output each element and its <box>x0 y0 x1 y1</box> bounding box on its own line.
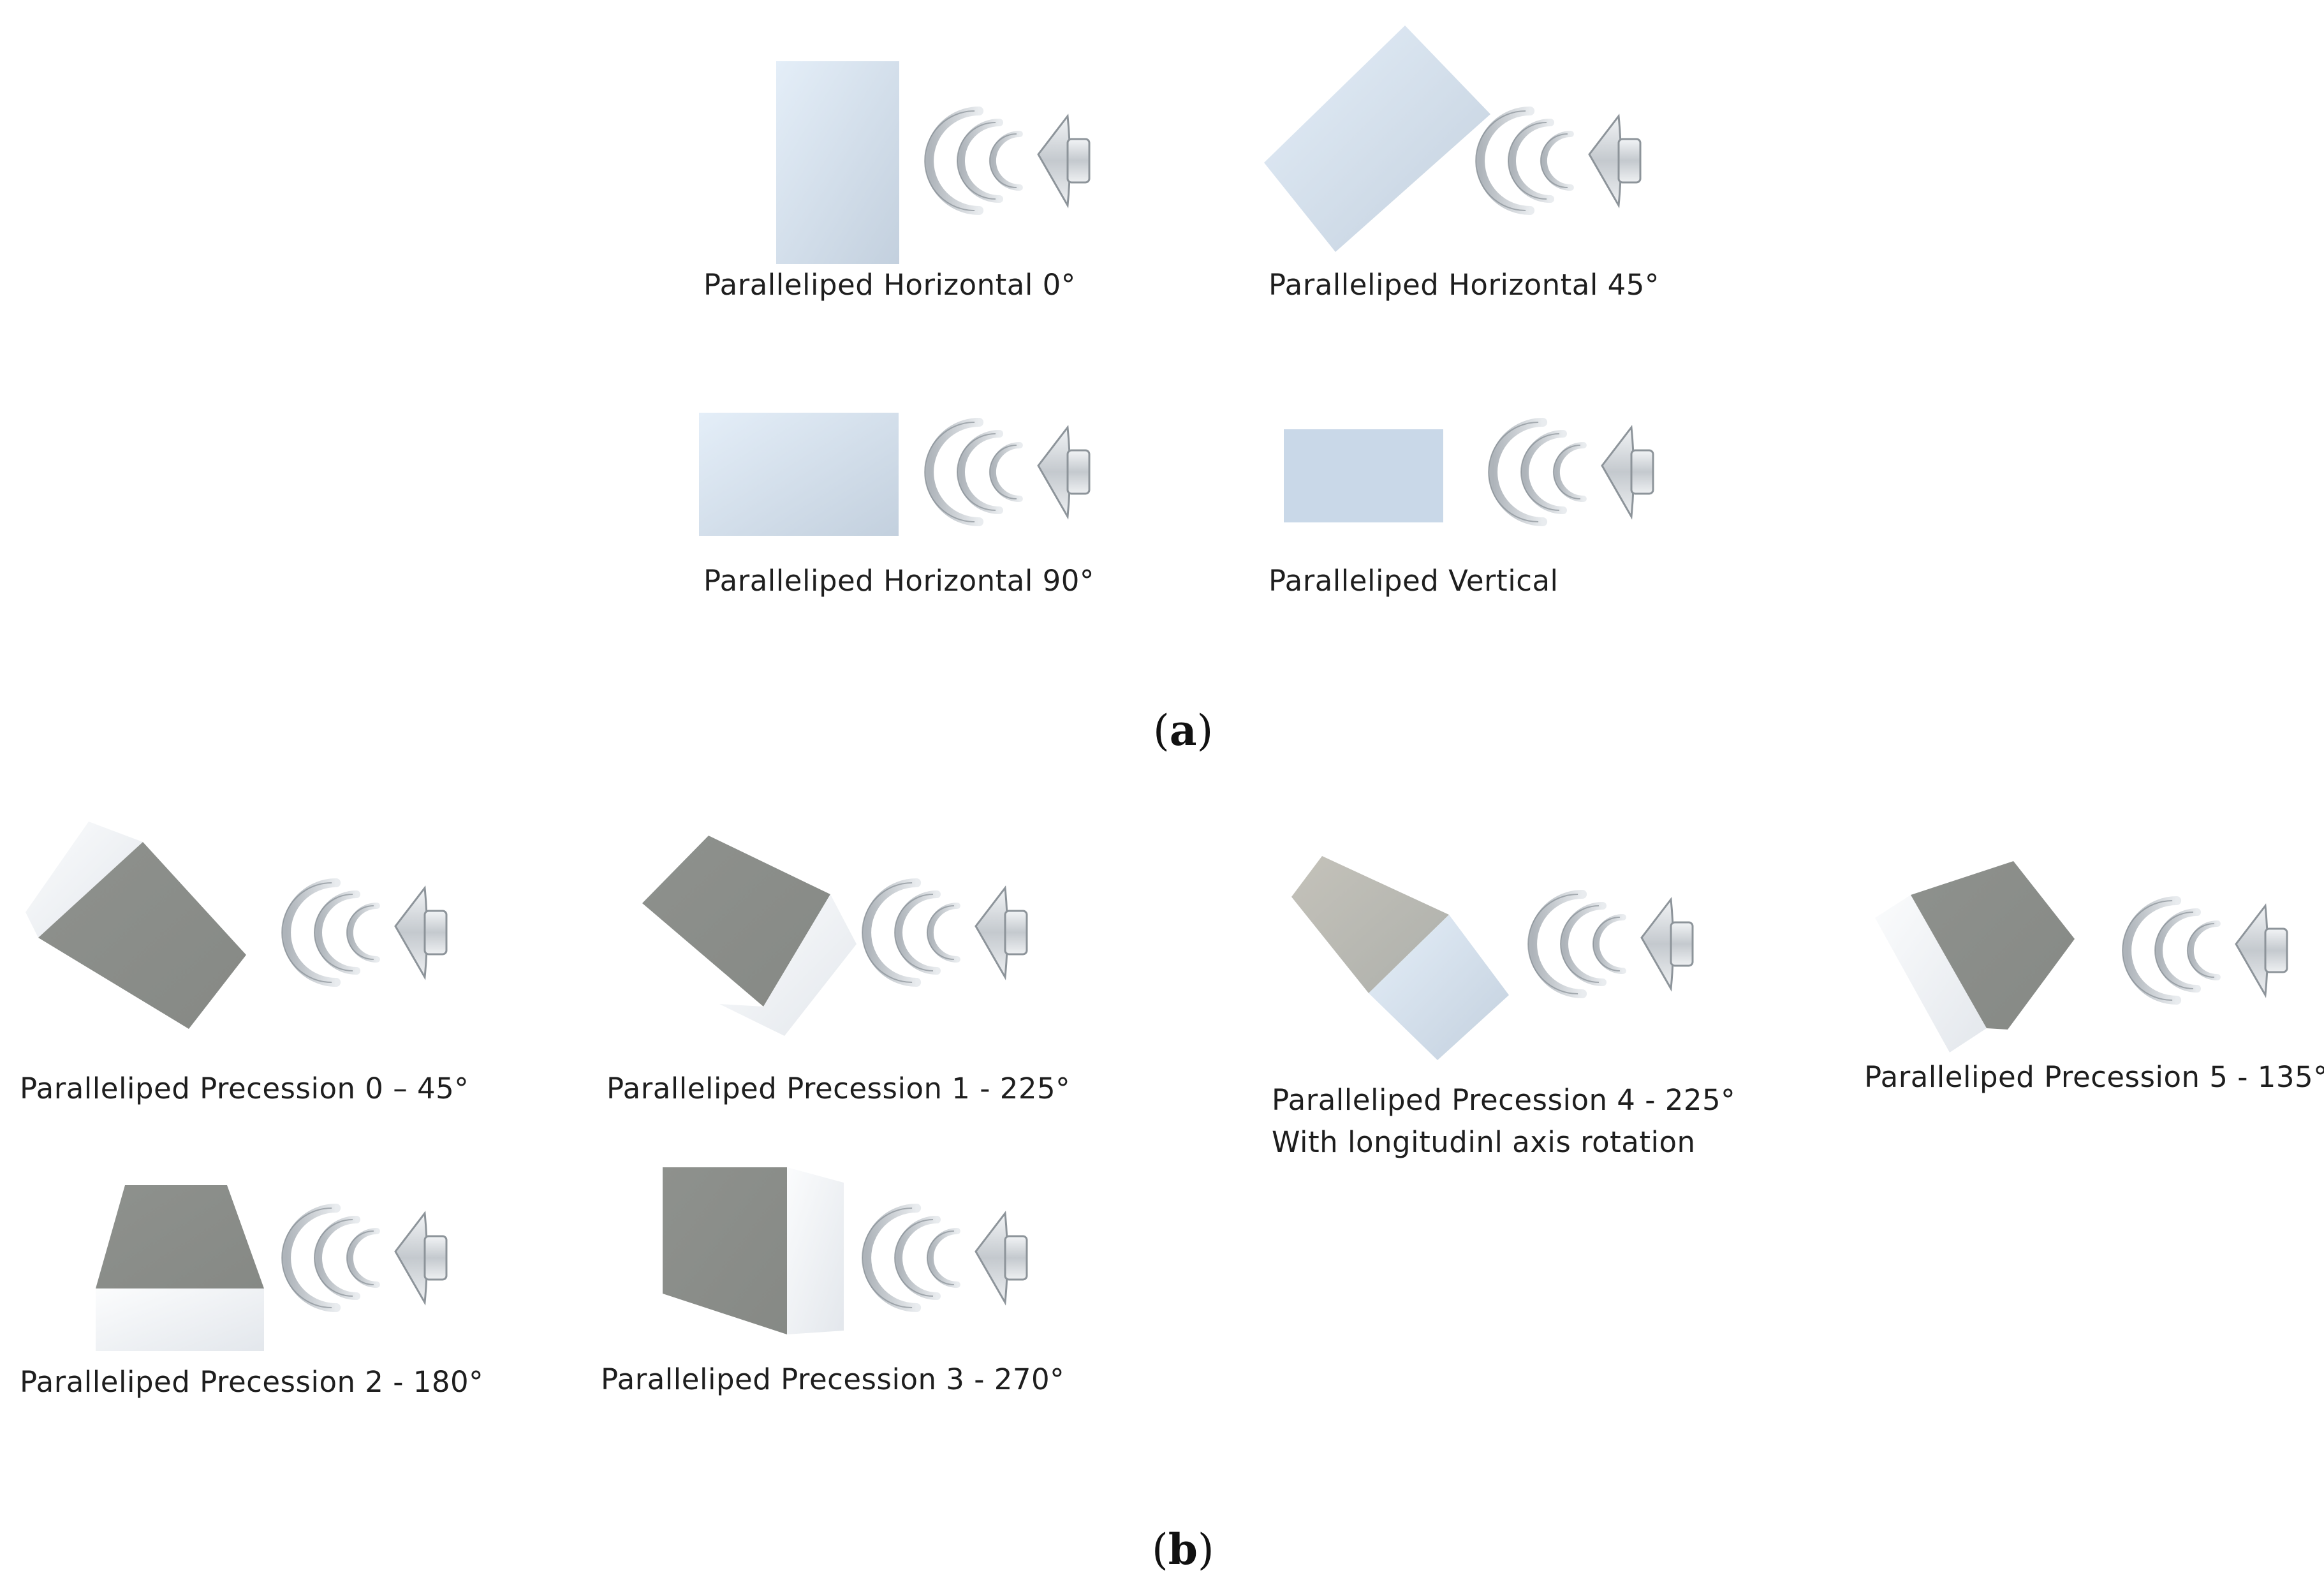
caption-horizontal-45: Paralleliped Horizontal 45° <box>1269 268 1659 302</box>
speaker-icon-b3 <box>1527 890 1694 998</box>
speaker-icon-a4 <box>1488 418 1654 526</box>
speaker-icon-b4 <box>2122 896 2288 1005</box>
block-precession-5 <box>1875 861 2075 1052</box>
caption-precession-0: Paralleliped Precession 0 – 45° <box>20 1072 469 1105</box>
speaker-group <box>281 107 2288 1312</box>
caption-precession-3: Paralleliped Precession 3 - 270° <box>601 1362 1065 1396</box>
block-precession-3 <box>663 1167 844 1334</box>
panel-label-b: (b) <box>1152 1525 1214 1574</box>
speaker-icon-b5 <box>281 1204 448 1312</box>
caption-precession-4: Paralleliped Precession 4 - 225° <box>1272 1083 1736 1117</box>
block-precession-1 <box>642 836 857 1036</box>
speaker-icon-a2 <box>1475 107 1642 215</box>
speaker-icon-b1 <box>281 878 448 987</box>
speaker-icon-a1 <box>924 107 1091 215</box>
block-precession-2 <box>96 1185 264 1351</box>
caption-horizontal-0: Paralleliped Horizontal 0° <box>703 268 1076 302</box>
plate-horizontal-0 <box>776 61 899 264</box>
plate-horizontal-45 <box>1264 26 1490 252</box>
plate-horizontal-90 <box>699 413 899 536</box>
panel-label-a: (a) <box>1153 705 1214 755</box>
caption-vertical: Paralleliped Vertical <box>1269 564 1559 598</box>
block-precession-4 <box>1291 856 1509 1060</box>
block-precession-0 <box>26 822 246 1029</box>
speaker-icon-a3 <box>924 418 1091 526</box>
caption-precession-5: Paralleliped Precession 5 - 135° <box>1864 1060 2324 1094</box>
caption-precession-2: Paralleliped Precession 2 - 180° <box>20 1365 484 1399</box>
speaker-icon-b2 <box>862 878 1028 987</box>
caption-horizontal-90: Paralleliped Horizontal 90° <box>703 564 1094 598</box>
caption-precession-1: Paralleliped Precession 1 - 225° <box>607 1072 1071 1105</box>
plate-vertical <box>1284 429 1443 522</box>
caption-precession-4-subtitle: With longitudinl axis rotation <box>1272 1125 1696 1159</box>
speaker-icon-b6 <box>862 1204 1028 1312</box>
